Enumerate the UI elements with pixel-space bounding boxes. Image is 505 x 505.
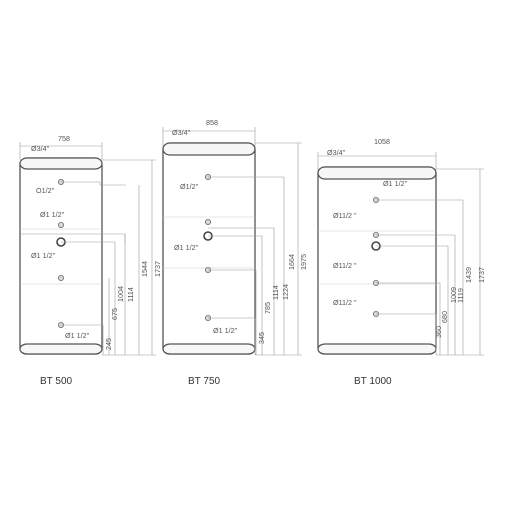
height-label: 345 — [257, 332, 266, 344]
tank-bt500: 758 Ø3/4" O1/2" Ø1 1/2" Ø1 1/2" Ø1 1/2" — [19, 134, 162, 387]
height-label: 680 — [440, 311, 449, 323]
width-label: 858 — [206, 118, 218, 127]
leader-line — [61, 181, 126, 186]
tank-top-cap — [317, 166, 437, 180]
width-label: 1058 — [374, 137, 390, 146]
port-connection — [58, 221, 65, 228]
top-port-label: Ø3/4" — [172, 128, 191, 137]
top-port-label: Ø3/4" — [327, 148, 346, 157]
height-label: 1004 — [116, 286, 125, 302]
port-label: Ø1 1/2" — [40, 210, 65, 219]
height-label: 1119 — [456, 288, 465, 303]
height-label: 1975 — [299, 254, 308, 270]
tank-bottom-cap — [162, 343, 256, 355]
port-connection — [204, 218, 211, 225]
port-label: Ø1 1/2" — [213, 326, 238, 335]
port-label: Ø1 1/2" — [174, 243, 199, 252]
top-port-label: Ø3/4" — [31, 144, 50, 153]
model-caption: BT 500 — [40, 376, 72, 387]
port-label: O1/2" — [36, 186, 55, 195]
port-label: Ø11/2 " — [333, 211, 357, 220]
tank-top-cap — [19, 157, 103, 170]
tank-bt1000: 1058 Ø3/4" Ø1 1/2" Ø11/2 " Ø11/2 " Ø11/2… — [317, 137, 486, 387]
port-connection — [58, 274, 65, 281]
height-label: 1439 — [464, 267, 473, 283]
model-caption: BT 1000 — [354, 376, 392, 387]
height-label: 1009 — [449, 287, 458, 303]
height-label: 1664 — [287, 254, 296, 270]
height-label: 1224 — [281, 284, 290, 300]
height-label: 675 — [110, 308, 119, 320]
port-label: Ø1 1/2" — [31, 251, 56, 260]
port-label: Ø11/2 " — [333, 298, 357, 307]
height-label: 1114 — [271, 285, 280, 300]
port-label: Ø1 1/2" — [383, 179, 408, 188]
height-label: 1114 — [126, 287, 135, 302]
model-caption: BT 750 — [188, 376, 220, 387]
height-label: 1544 — [140, 261, 149, 277]
height-label: 245 — [104, 338, 113, 350]
tank-top-cap — [162, 142, 256, 156]
tank-bt750: 858 Ø3/4" Ø1/2" Ø1 1/2" Ø1 1/2" 345 785 … — [162, 118, 308, 387]
port-label: Ø11/2 " — [333, 261, 357, 270]
tank-bottom-cap — [19, 343, 103, 355]
tank-bottom-cap — [317, 343, 437, 355]
height-label: 1737 — [477, 267, 486, 283]
height-label: 1737 — [153, 261, 162, 277]
height-label: 360 — [434, 326, 443, 338]
width-label: 758 — [58, 134, 70, 143]
port-label: Ø1 1/2" — [65, 331, 90, 340]
port-label: Ø1/2" — [180, 182, 199, 191]
height-label: 785 — [263, 302, 272, 314]
